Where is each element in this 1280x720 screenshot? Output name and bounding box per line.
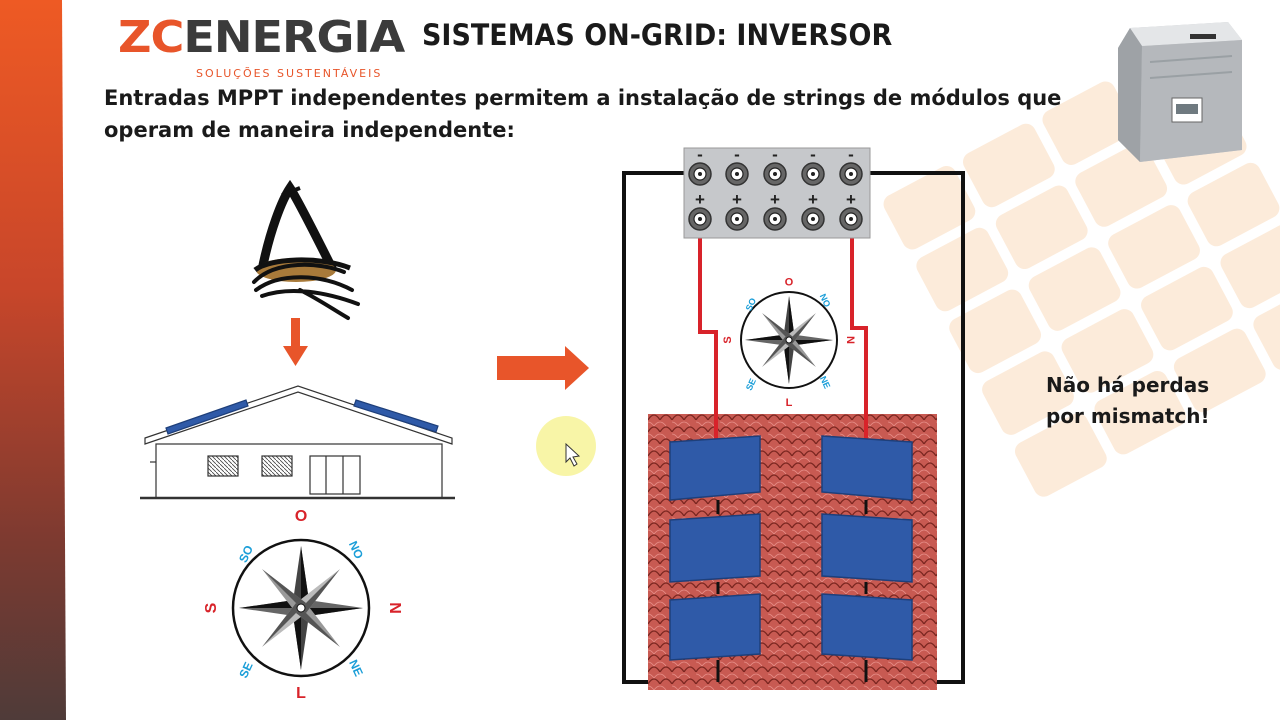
slide-title: SISTEMAS ON-GRID: INVERSOR [422, 18, 893, 52]
solar-panel [669, 593, 761, 661]
compass-south-label: S [722, 336, 734, 343]
mismatch-note-line1: Não há perdas [1046, 373, 1210, 397]
positive-wires [698, 222, 868, 440]
terminal-minus-label: - [810, 145, 816, 164]
compass-so-label: SO [744, 296, 759, 312]
terminal-minus-label: - [697, 145, 703, 164]
logo-tagline: SOLUÇÕES SUSTENTÁVEIS [196, 67, 383, 80]
inverter-mppt-terminals: - - - - - + + + + + [683, 145, 871, 239]
inverter-device-image [1118, 22, 1242, 162]
compass-se-label: SE [744, 377, 758, 392]
solar-panels [669, 435, 913, 661]
compass-west-label: O [295, 506, 307, 523]
company-logo: ZCENERGIA SOLUÇÕES SUSTENTÁVEIS [118, 12, 405, 81]
compass-se-label: SE [236, 660, 255, 680]
compass-south-label: S [203, 602, 220, 613]
compass-rose-small [740, 291, 838, 389]
mismatch-note: Não há perdas por mismatch! [1046, 370, 1210, 432]
compass-west-label: O [784, 275, 793, 287]
terminal-plus-label: + [770, 190, 780, 209]
terminal-plus-label: + [808, 190, 818, 209]
compass-ne-label: NE [818, 375, 832, 391]
right-arrow [497, 346, 589, 390]
terminal-minus-label: - [772, 145, 778, 164]
solar-panel [821, 593, 913, 661]
compass-east-label: L [786, 397, 793, 409]
terminal-minus-label: - [734, 145, 740, 164]
sun-eye-icon [252, 179, 360, 320]
compass-no-label: NO [346, 539, 366, 561]
watermark-solar-panel [883, 39, 1280, 497]
logo-main-text: ENERGIA [183, 12, 405, 63]
compass-ne-label: NE [346, 657, 366, 678]
solar-panel [821, 435, 913, 501]
compass-labels-small: O N S L NO SO NE SE [722, 275, 856, 409]
solar-panel [821, 513, 913, 583]
terminal-plus-label: + [846, 190, 856, 209]
left-accent-bar [0, 0, 66, 720]
terminal-minus-label: - [848, 145, 854, 164]
compass-rose-large [231, 538, 371, 678]
compass-so-label: SO [236, 543, 256, 565]
down-arrow [283, 318, 308, 366]
compass-east-label: L [296, 685, 306, 702]
house-drawing [140, 385, 455, 500]
compass-north-label: N [844, 336, 856, 344]
solar-panel [669, 513, 761, 583]
mismatch-note-line2: por mismatch! [1046, 404, 1210, 428]
solar-panel [669, 435, 761, 501]
compass-labels-large: O N S L NO SO NE SE [203, 506, 403, 702]
slide-subtitle: Entradas MPPT independentes permitem a i… [104, 86, 1062, 142]
mouse-cursor-highlight [536, 416, 596, 476]
compass-north-label: N [386, 602, 403, 614]
terminal-plus-label: + [732, 190, 742, 209]
logo-prefix: ZC [118, 12, 184, 63]
terminal-plus-label: + [695, 190, 705, 209]
